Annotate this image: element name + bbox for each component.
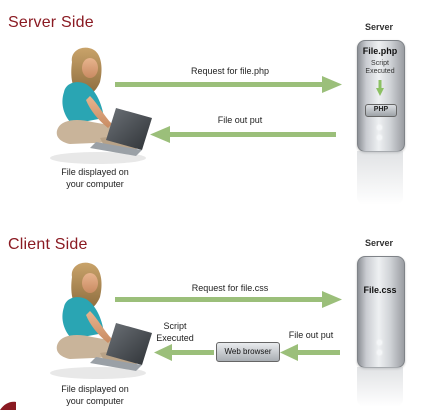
caption-line2: your computer — [66, 396, 124, 406]
server-label: Server — [364, 238, 394, 248]
php-box: PHP — [365, 104, 397, 117]
request-label-php: Request for file.php — [190, 66, 270, 76]
person-laptop-icon — [50, 47, 152, 164]
response-label-client-side: File out put — [288, 330, 334, 340]
section-title-server-side: Server Side — [8, 14, 94, 31]
server-led — [377, 350, 382, 355]
server-led — [377, 340, 382, 345]
response-arrow-server-side — [150, 126, 336, 143]
arrow-browser-to-user — [154, 344, 214, 361]
user-caption-client-side: File displayed on your computer — [40, 383, 150, 407]
request-arrow-server-side — [115, 76, 342, 93]
server-icon — [357, 40, 405, 152]
request-label-css: Request for file.css — [191, 283, 269, 293]
server-script-note: Script Executed — [365, 60, 395, 75]
corner-decoration — [0, 401, 16, 410]
script-note-line2: Executed — [156, 333, 194, 343]
person-laptop-icon — [50, 262, 152, 379]
caption-line1: File displayed on — [61, 384, 129, 394]
server-led — [377, 135, 382, 140]
server-reflection — [357, 151, 403, 205]
web-browser-box: Web browser — [216, 342, 280, 362]
server-led — [377, 125, 382, 130]
caption-line2: your computer — [66, 179, 124, 189]
server-label: Server — [364, 22, 394, 32]
user-caption-server-side: File displayed on your computer — [40, 166, 150, 190]
down-arrow-icon — [376, 80, 384, 96]
server-reflection — [357, 367, 403, 407]
server-file-name: File.css — [363, 285, 397, 295]
response-arrow-to-browser — [280, 344, 340, 361]
browser-script-note: Script Executed — [150, 320, 200, 344]
response-label-server-side: File out put — [217, 115, 263, 125]
script-note-line1: Script — [163, 321, 187, 331]
request-arrow-client-side — [115, 291, 342, 308]
server-file-name: File.php — [362, 46, 398, 56]
section-title-client-side: Client Side — [8, 236, 88, 253]
server-icon — [357, 256, 405, 368]
caption-line1: File displayed on — [61, 167, 129, 177]
